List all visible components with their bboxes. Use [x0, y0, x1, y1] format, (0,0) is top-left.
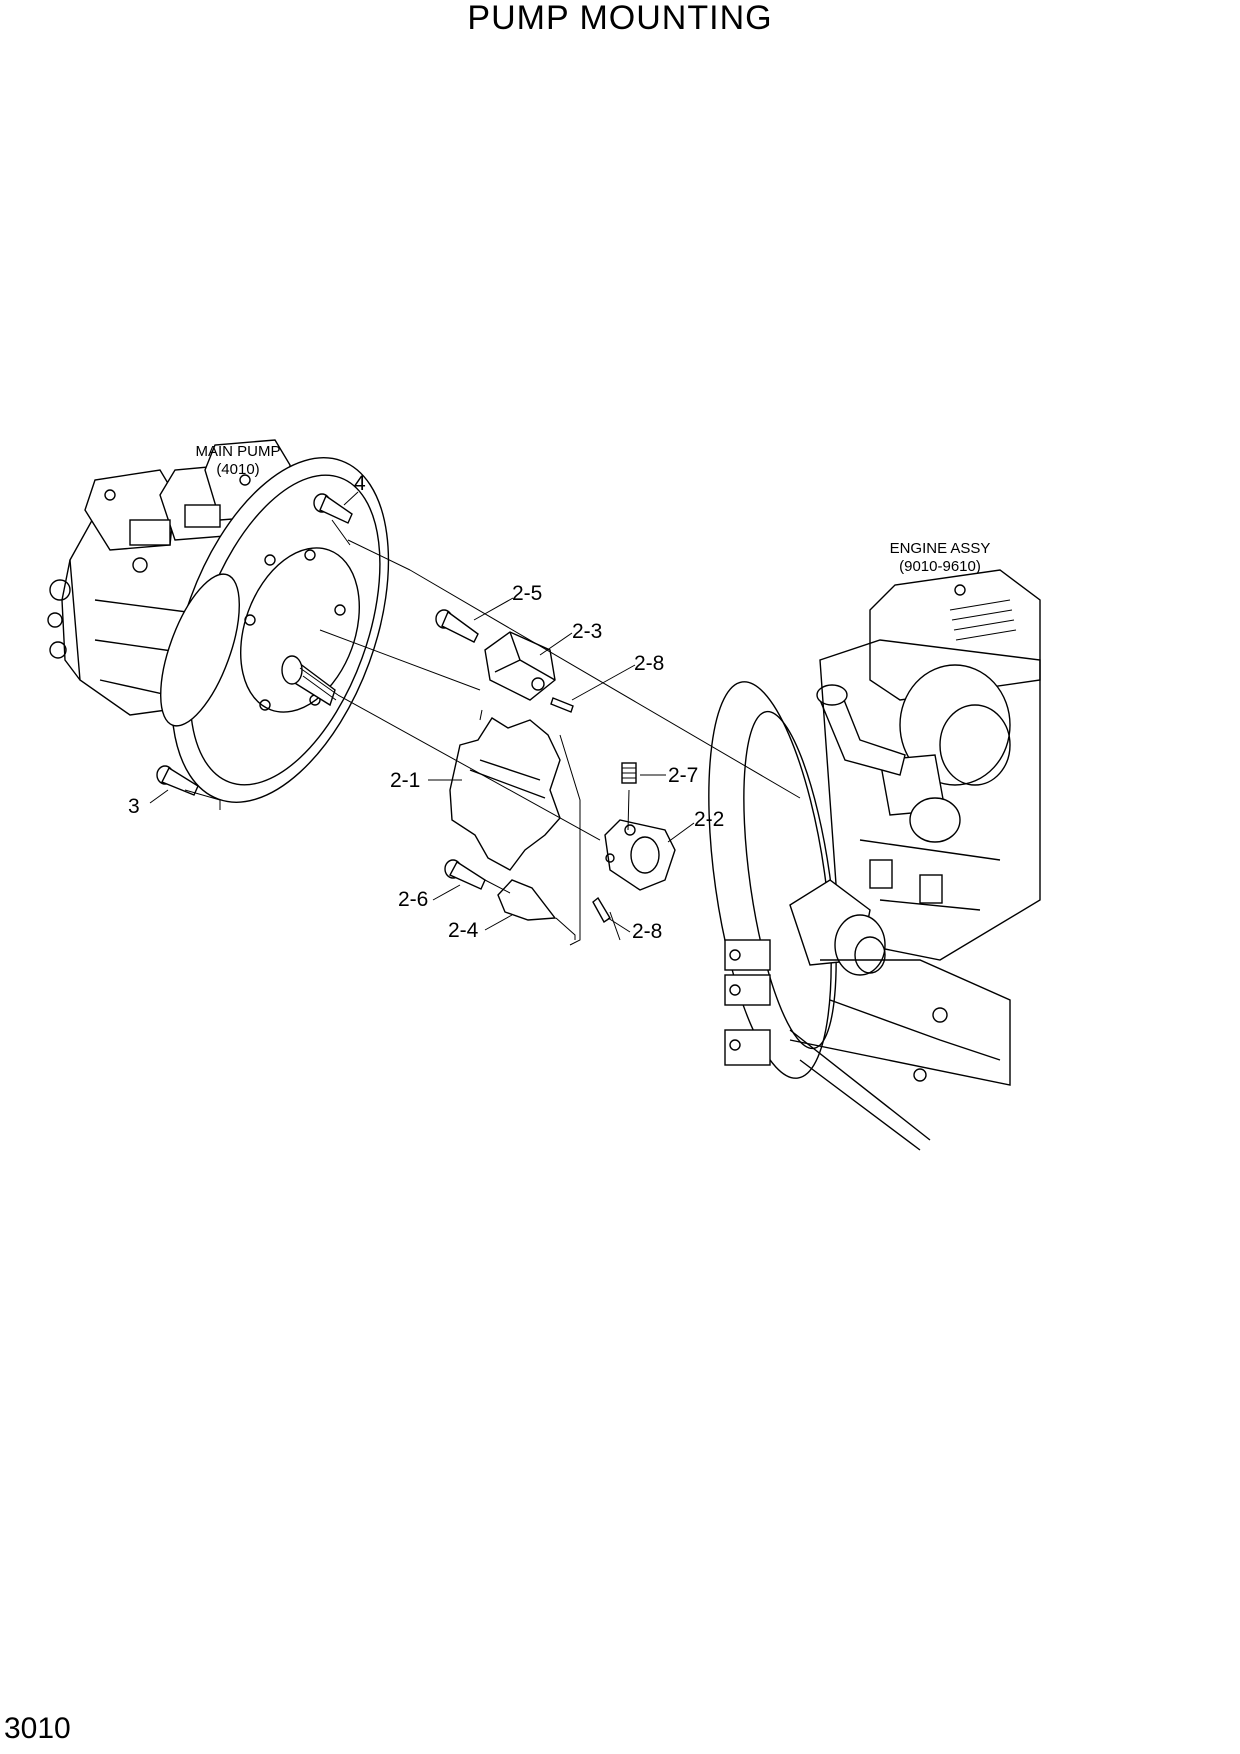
- callout-3: 3: [128, 795, 140, 818]
- callout-2-4: 2-4: [448, 919, 479, 942]
- callout-2-2: 2-2: [694, 808, 724, 831]
- engine-assy-label: ENGINE ASSY: [890, 540, 991, 557]
- wedge-2-4[interactable]: [497, 879, 557, 921]
- clamp-block-2-3[interactable]: [484, 631, 556, 701]
- bolt-3[interactable]: [156, 765, 199, 796]
- engine-assy-ref: (9010-9610): [899, 558, 981, 575]
- bolt-2-6[interactable]: [444, 859, 486, 890]
- callout-2-6: 2-6: [398, 888, 428, 911]
- callout-2-7: 2-7: [668, 764, 698, 787]
- main-pump-ref: (4010): [216, 461, 259, 478]
- page-title: PUMP MOUNTING: [467, 0, 773, 37]
- callout-2-3: 2-3: [572, 620, 602, 643]
- page-number: 3010: [4, 1712, 71, 1745]
- bolt-4[interactable]: [313, 493, 353, 524]
- rubber-coupling-2-1[interactable]: [449, 717, 561, 871]
- pin-2-8-lower[interactable]: [592, 896, 611, 924]
- callout-4: 4: [354, 472, 366, 495]
- pin-2-8-upper[interactable]: [550, 697, 574, 713]
- engine-assy-drawing[interactable]: [688, 569, 1041, 1151]
- bolt-2-5[interactable]: [435, 609, 479, 643]
- set-screw-2-7[interactable]: [621, 762, 637, 784]
- main-pump-drawing[interactable]: [47, 428, 431, 831]
- callout-2-8-upper: 2-8: [634, 652, 664, 675]
- callout-2-8-lower: 2-8: [632, 920, 662, 943]
- leader-lines: [149, 491, 801, 946]
- hub-2-2[interactable]: [604, 819, 676, 891]
- callout-2-5: 2-5: [512, 582, 542, 605]
- main-pump-label: MAIN PUMP: [195, 443, 280, 460]
- callout-2-1: 2-1: [390, 769, 420, 792]
